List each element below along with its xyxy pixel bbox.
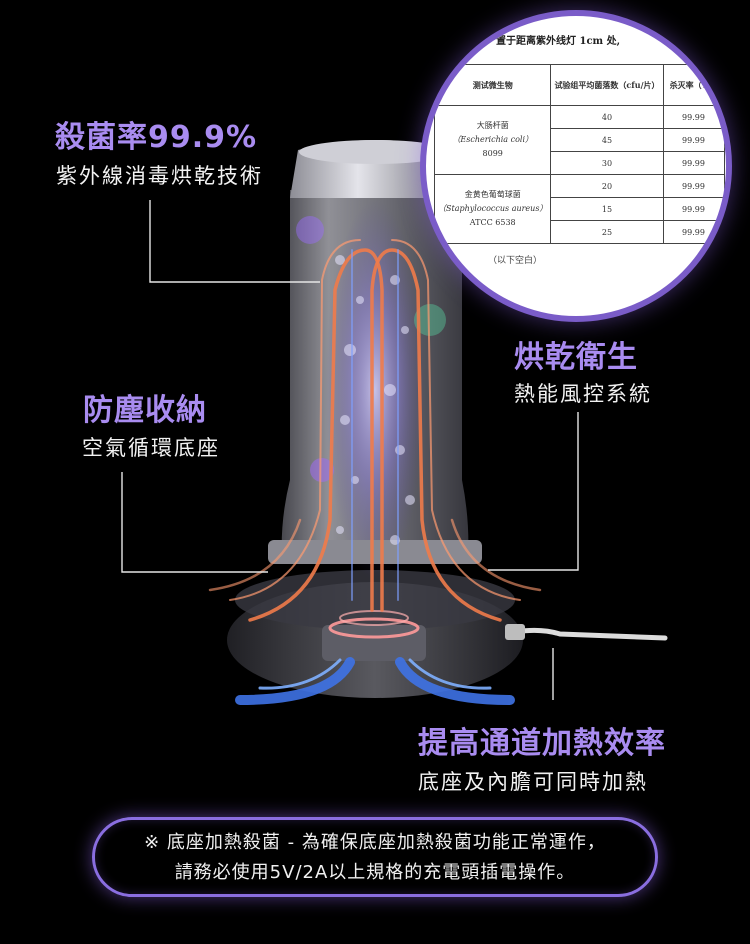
colony-count: 25 bbox=[550, 220, 664, 244]
colony-count: 40 bbox=[550, 105, 664, 129]
feature-dustproof-subtitle: 空氣循環底座 bbox=[82, 436, 220, 460]
report-header-row: 测试微生物 试验组平均菌落数（cfu/片） 杀灭率（%） bbox=[433, 64, 725, 106]
organism-cell: 大肠杆菌 （Escherichia coli） 8099 bbox=[433, 105, 552, 175]
feature-drying-subtitle: 熱能風控系統 bbox=[514, 382, 652, 406]
feature-heating-subtitle: 底座及內膽可同時加熱 bbox=[418, 770, 648, 794]
charging-cable bbox=[505, 624, 668, 641]
kill-rate: 99.99 bbox=[662, 174, 725, 198]
usage-notice: ※ 底座加熱殺菌 - 為確保底座加熱殺菌功能正常運作， 請務必使用5V/2A以上… bbox=[92, 817, 658, 897]
organism-cell: 金黄色葡萄球菌 （Staphylococcus aureus） ATCC 653… bbox=[433, 174, 552, 244]
usage-notice-line1: ※ 底座加熱殺菌 - 為確保底座加熱殺菌功能正常運作， bbox=[144, 832, 606, 853]
kill-rate: 99.99 bbox=[662, 197, 725, 221]
test-report-inset: 置于距离紫外线灯 1cm 处, 测试微生物 试验组平均菌落数（cfu/片） 杀灭… bbox=[420, 10, 732, 322]
organism-name: 大肠杆菌 bbox=[476, 121, 509, 130]
colony-count: 15 bbox=[550, 197, 664, 221]
table-row: 25 99.99 bbox=[435, 220, 725, 244]
colony-count: 30 bbox=[550, 151, 664, 175]
feature-heating-title: 提高通道加熱效率 bbox=[418, 726, 666, 761]
report-header: 置于距离紫外线灯 1cm 处, bbox=[496, 36, 621, 47]
sterilization-bubbles bbox=[335, 255, 415, 545]
feature-sterilization-title: 殺菌率99.9% bbox=[55, 120, 258, 155]
organism-latin: （Escherichia coli） bbox=[452, 135, 534, 144]
colony-count: 45 bbox=[550, 128, 664, 152]
heater-wires bbox=[208, 239, 542, 622]
feature-dustproof-title: 防塵收納 bbox=[83, 393, 207, 428]
feature-sterilization-subtitle: 紫外線消毒烘乾技術 bbox=[56, 164, 263, 188]
organism-name: 金黄色葡萄球菌 bbox=[464, 190, 521, 199]
usage-notice-line2: 請務必使用5V/2A以上規格的充電頭插電操作。 bbox=[174, 862, 576, 883]
report-table: 测试微生物 试验组平均菌落数（cfu/片） 杀灭率（%） 大肠杆菌 （Esche… bbox=[433, 64, 725, 244]
base-unit bbox=[227, 570, 523, 698]
table-row: 15 99.99 bbox=[435, 197, 725, 221]
kill-rate: 99.99 bbox=[662, 220, 725, 244]
germ-clusters bbox=[296, 216, 446, 482]
kill-rate: 99.99 bbox=[662, 128, 725, 152]
table-row: 45 99.99 bbox=[435, 128, 725, 152]
kill-rate: 99.99 bbox=[662, 105, 725, 129]
organism-latin: （Staphylococcus aureus） bbox=[438, 204, 548, 213]
table-row: 大肠杆菌 （Escherichia coli） 8099 40 99.99 bbox=[433, 105, 725, 175]
feature-drying-title: 烘乾衛生 bbox=[514, 340, 638, 375]
colony-count: 20 bbox=[550, 174, 664, 198]
organism-strain: 8099 bbox=[482, 149, 503, 158]
kill-rate: 99.99 bbox=[662, 151, 725, 175]
organism-strain: ATCC 6538 bbox=[469, 218, 516, 227]
table-row: 30 99.99 bbox=[435, 151, 725, 175]
column-header: 杀灭率（%） bbox=[662, 64, 725, 106]
table-row: 金黄色葡萄球菌 （Staphylococcus aureus） ATCC 653… bbox=[433, 174, 725, 244]
report-footer: （以下空白） bbox=[488, 256, 543, 266]
column-header: 试验组平均菌落数（cfu/片） bbox=[550, 64, 664, 106]
airflow-arrows bbox=[235, 657, 515, 705]
column-header: 测试微生物 bbox=[433, 64, 552, 106]
leader-lines bbox=[121, 200, 579, 700]
